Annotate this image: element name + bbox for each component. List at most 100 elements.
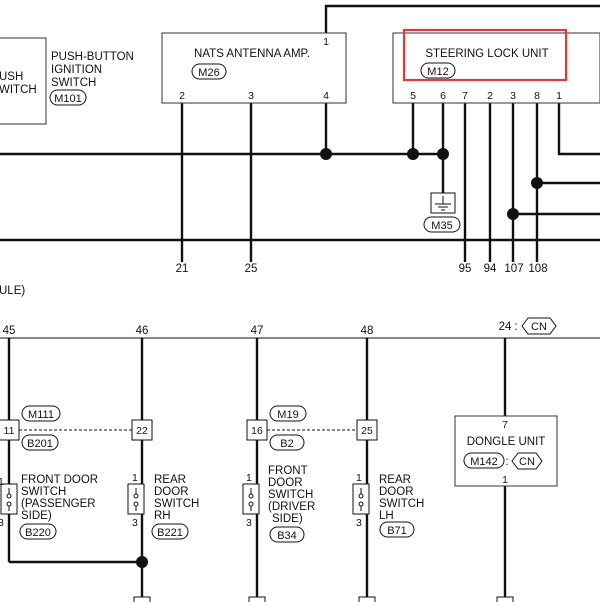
pin-number: 7 (502, 419, 508, 431)
highlight-box (402, 28, 568, 82)
component-title: DONGLE UNIT (467, 436, 546, 448)
pin-number: 3 (0, 517, 4, 529)
junction-box (131, 419, 153, 441)
connector-label: M12 (427, 66, 448, 78)
component-title: SIDE) (21, 510, 52, 522)
component-title: SWITCH (154, 498, 199, 510)
component-title: SWITCH (21, 486, 66, 498)
connector-label: B221 (157, 527, 183, 539)
steering-lock-unit: STEERING LOCK UNIT M12 5 6 7 2 3 8 1 (392, 28, 600, 104)
junction-dot (407, 148, 419, 160)
ground-symbol: M35 (423, 192, 461, 233)
pin-number: 3 (356, 517, 362, 529)
terminal-number: 108 (528, 263, 547, 275)
pin-number: 3 (510, 90, 516, 102)
component-title: SWITCH (51, 77, 96, 89)
cn-tag-shape (521, 317, 557, 335)
junction-dot (320, 148, 332, 160)
connector-badge (21, 405, 61, 422)
component-title: (DRIVER (268, 501, 315, 513)
connector-badge (269, 526, 305, 543)
connector-badge (420, 62, 456, 79)
pin-number: 3 (248, 90, 254, 102)
junction-pin: 22 (136, 425, 148, 437)
component-title: IGNITION (51, 64, 102, 76)
component-title: FRONT (268, 465, 308, 477)
pin-number: 1 (246, 472, 252, 484)
inner-text: WITCH (0, 84, 37, 96)
pin-number: 3 (132, 517, 138, 529)
connector-label: B71 (387, 525, 407, 537)
terminal-number: 24 (499, 321, 512, 333)
component-title: SWITCH (379, 498, 424, 510)
component-title: REAR (154, 474, 186, 486)
pin-number: 1 (356, 472, 362, 484)
connector-badge (269, 434, 305, 451)
door-switch-wires (7, 338, 507, 602)
terminal-number: 21 (176, 263, 189, 275)
connector-badge (191, 63, 227, 80)
pin-number: 2 (179, 90, 185, 102)
connector-label: M111 (28, 409, 54, 421)
connector-label: M26 (198, 67, 219, 79)
junction-dot (437, 148, 449, 160)
rear-door-switch-lh: 1 3 REAR DOOR SWITCH LH B71 (352, 472, 424, 538)
connector-badge (21, 434, 59, 451)
junction-dot (531, 177, 543, 189)
connector-badge (151, 523, 189, 540)
pin-number: 5 (410, 90, 416, 102)
terminal-number: 94 (484, 263, 497, 275)
junction-box (246, 419, 268, 441)
push-button-ignition-switch: USH WITCH PUSH-BUTTON IGNITION SWITCH M1… (0, 37, 134, 125)
connector-badge (423, 216, 461, 233)
connector-badge (49, 89, 87, 106)
connector-label: M142 (470, 456, 498, 468)
cn-tag-shape (511, 452, 543, 470)
nats-antenna-amp: NATS ANTENNA AMP. M26 1 2 3 4 (161, 32, 347, 104)
pin-number: 1 (556, 90, 562, 102)
connector-badge (19, 523, 57, 540)
component-title: RH (154, 510, 171, 522)
dongle-unit: 7 DONGLE UNIT M142 : CN 1 (454, 415, 558, 487)
junction-pin: 11 (4, 425, 15, 437)
ground-connector-label: M35 (431, 220, 452, 232)
connector-badge (463, 452, 505, 469)
component-title: NATS ANTENNA AMP. (194, 48, 310, 60)
component-title: REAR (379, 474, 411, 486)
pin-number: 1 (0, 476, 4, 488)
component-title: FRONT DOOR (21, 474, 98, 486)
module-partial-label: ULE) (0, 285, 25, 297)
connector-badge (269, 405, 307, 422)
component-title: DOOR (268, 477, 303, 489)
component-title: (PASSENGER (21, 498, 96, 510)
terminal-number: 48 (361, 325, 374, 337)
junction-box (356, 419, 378, 441)
terminal-number: 45 (3, 325, 16, 337)
terminal-row-mid: 45 46 47 48 24 : CN (3, 317, 557, 337)
pin-number: 2 (487, 90, 493, 102)
terminal-number: 107 (504, 263, 523, 275)
connector-label: B220 (25, 527, 51, 539)
front-door-switch-passenger: 1 3 FRONT DOOR SWITCH (PASSENGER SIDE) B… (0, 474, 98, 540)
component-title: SWITCH (268, 489, 313, 501)
connector-label: B201 (27, 438, 53, 450)
pin-number: 6 (440, 90, 446, 102)
connector-label: B34 (277, 530, 297, 542)
pin-number: 1 (132, 472, 138, 484)
rear-door-switch-rh: 1 3 REAR DOOR SWITCH RH B221 (127, 472, 199, 540)
front-door-switch-driver: 1 3 FRONT DOOR SWITCH (DRIVER SIDE) B34 (242, 465, 315, 543)
dongle-colon: : (505, 456, 508, 468)
connector-label: M19 (277, 409, 298, 421)
component-title: DOOR (154, 486, 189, 498)
cn-tag-label: CN (531, 321, 547, 333)
pin-number: 1 (323, 36, 329, 48)
terminal-row-bottom: 21 25 95 94 107 108 (176, 263, 548, 275)
component-title: SIDE) (272, 513, 303, 525)
component-title: PUSH-BUTTON (51, 51, 134, 63)
component-title: DOOR (379, 486, 414, 498)
pin-number: 4 (323, 90, 329, 102)
inner-text: USH (0, 71, 23, 83)
terminal-number: 46 (136, 325, 149, 337)
pin-number: 3 (246, 517, 252, 529)
